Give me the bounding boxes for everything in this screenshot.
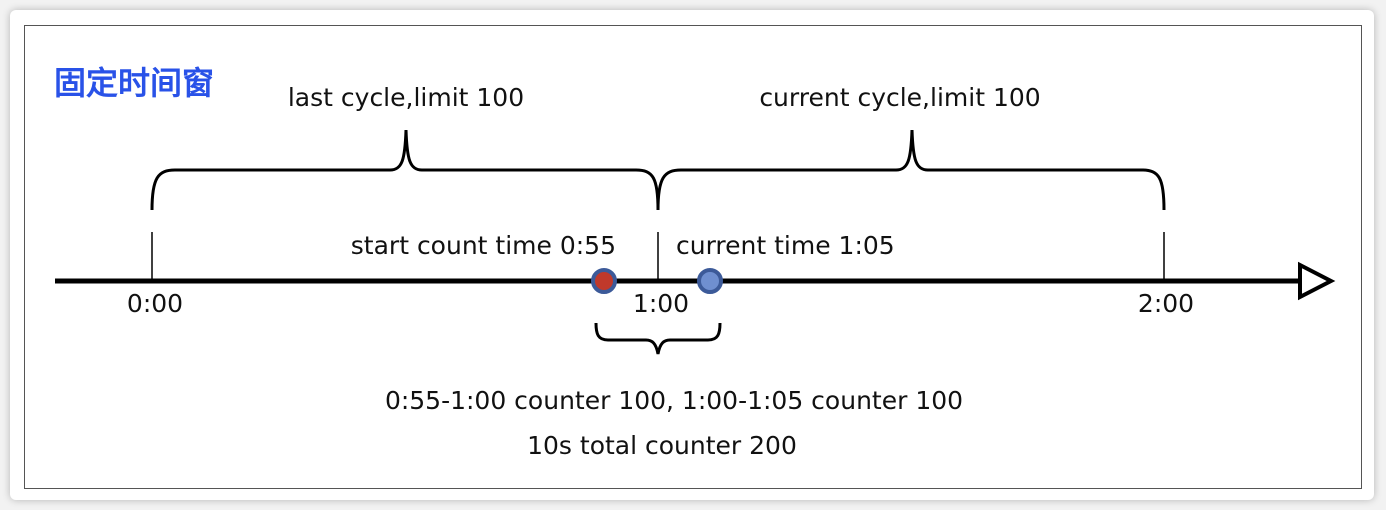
tick-label-1: 1:00 [633, 289, 689, 318]
summary-line-1: 0:55-1:00 counter 100, 1:00-1:05 counter… [385, 386, 963, 415]
last-cycle-brace [150, 129, 660, 211]
last-cycle-label: last cycle,limit 100 [288, 83, 524, 112]
start-count-marker [591, 268, 617, 294]
diagram-title: 固定时间窗 [54, 64, 214, 102]
tick-label-0: 0:00 [127, 289, 183, 318]
current-time-label: current time 1:05 [676, 231, 895, 260]
window-overlap-brace [594, 322, 722, 355]
current-cycle-label: current cycle,limit 100 [759, 83, 1040, 112]
diagram-border [24, 25, 1362, 489]
summary-line-2: 10s total counter 200 [527, 431, 797, 460]
current-cycle-brace [656, 129, 1166, 211]
current-time-marker [697, 268, 723, 294]
start-count-time-label: start count time 0:55 [351, 231, 616, 260]
timeline-arrowhead [1298, 261, 1336, 301]
tick-label-2: 2:00 [1138, 289, 1194, 318]
